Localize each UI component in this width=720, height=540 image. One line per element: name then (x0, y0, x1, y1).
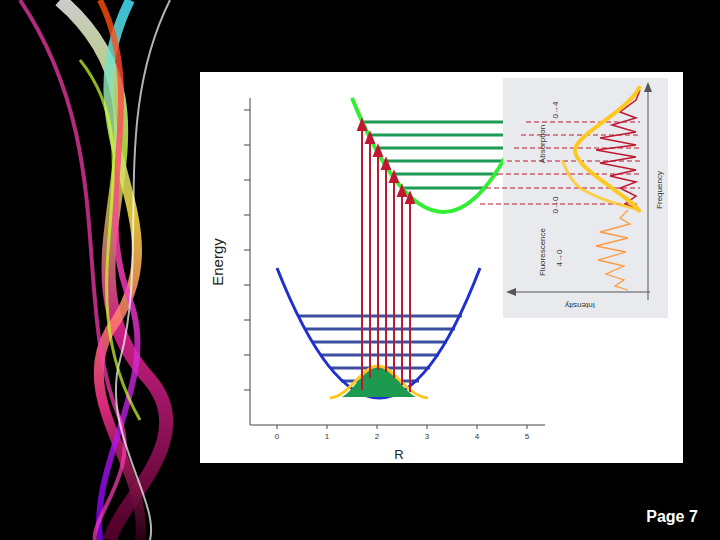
page-number: Page 7 (646, 508, 698, 526)
transition-label: 0→4 (552, 102, 561, 119)
tick-label: 3 (425, 433, 429, 442)
tick-label: 4 (475, 433, 479, 442)
axis-title: Frequency (656, 171, 665, 209)
tick-label: 1 (325, 433, 329, 442)
spectrum-label: Fluorescence (539, 228, 548, 276)
tick-label: 5 (525, 433, 529, 442)
axis-title: R (394, 448, 403, 462)
spectrum-label: Absorption (539, 125, 548, 163)
tick-label: 2 (375, 433, 379, 442)
axis-title: Intensity (565, 301, 595, 310)
tick-label: 0 (275, 433, 279, 442)
transition-label: 4→0 (556, 250, 565, 267)
axis-title: Energy (210, 238, 227, 286)
transition-label: 0→0 (552, 197, 561, 214)
